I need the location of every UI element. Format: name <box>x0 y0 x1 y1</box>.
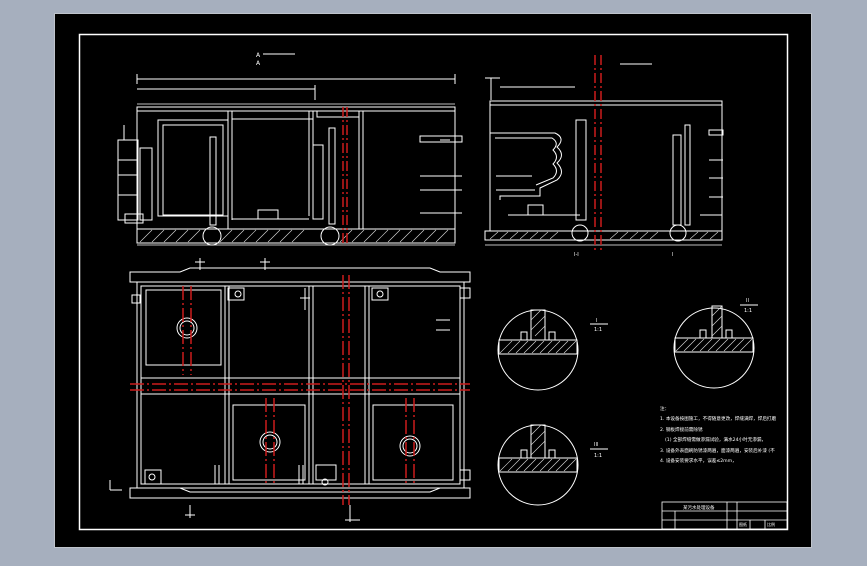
drawing-border <box>78 33 789 531</box>
plan-view <box>109 258 471 522</box>
drawing-sheet <box>54 13 812 548</box>
detail-ii: II 1:1 <box>673 298 758 389</box>
plan-centerlines <box>130 275 470 505</box>
notes-heading: 注： <box>660 405 669 412</box>
front-elevation-view: A A <box>117 52 463 246</box>
notes-line-1: 1. 本设备按图施工，不得随意更改，焊缝满焊，焊后打磨 <box>660 415 777 422</box>
title-block-scale: 比例 <box>767 521 775 527</box>
detail-iii-scale: 1:1 <box>594 453 602 459</box>
sheet-outer-frame <box>54 13 812 548</box>
side-section-label: I-I <box>574 252 579 258</box>
notes-line-2: 2. 钢板焊接前需除锈 <box>660 426 703 433</box>
notes-line-5: 4. 设备安装要求水平，误差≤2mm， <box>660 457 737 464</box>
title-block-sheet: 图纸 <box>739 521 747 527</box>
notes-line-4: 3. 设备外表面刷防锈漆两遍，面漆两遍，安装后补漆 (不 <box>660 447 775 454</box>
section-label-top-2: A <box>256 60 261 67</box>
side-base-hatch <box>489 231 719 240</box>
side-elevation-view: I-I I <box>484 63 724 258</box>
front-base-hatch <box>139 229 449 243</box>
title-block-name: 某污水处理设备 <box>683 504 715 511</box>
technical-notes: 注： 1. 本设备按图施工，不得随意更改，焊缝满焊，焊后打磨 2. 钢板焊接前需… <box>660 405 777 464</box>
side-centerline <box>594 55 602 250</box>
detail-iii-label: III <box>594 442 598 448</box>
side-section-label-2: I <box>672 252 673 258</box>
title-block <box>661 501 788 530</box>
section-label-top: A <box>256 52 261 59</box>
detail-i-label: I <box>596 318 597 324</box>
detail-i-scale: 1:1 <box>594 327 602 333</box>
detail-i: I 1:1 <box>497 309 608 391</box>
front-centerline <box>342 107 348 245</box>
notes-line-3: (1) 全部焊缝需做渗漏试验，满水24小时无渗漏， <box>665 436 766 443</box>
detail-ii-label: II <box>746 298 749 304</box>
detail-ii-scale: 1:1 <box>744 308 752 314</box>
detail-iii: III 1:1 <box>497 424 608 506</box>
